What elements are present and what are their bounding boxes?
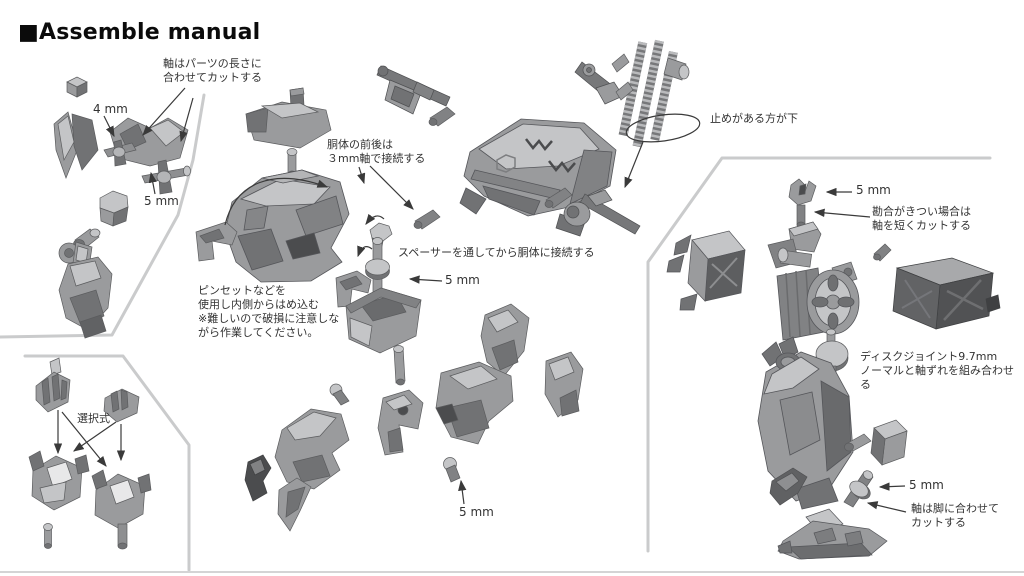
arrow-torso-pin-b [369, 165, 414, 210]
part-claw-head [435, 361, 514, 445]
part-dark-wedge-right [769, 467, 808, 506]
part-armor-plate-right [480, 303, 530, 377]
section-dividers [0, 93, 1024, 573]
part-ribbed-block-b [103, 388, 140, 423]
part-armor-center [274, 408, 350, 490]
arrow-track-down [624, 141, 644, 189]
part-tiny-pin [43, 523, 53, 549]
part-peg-d [544, 187, 573, 209]
part-hex-nut [99, 190, 129, 227]
part-clevis-pin-5mm [788, 178, 817, 229]
part-ammo-box [892, 257, 1001, 330]
part-ribbed-block-a [35, 357, 71, 413]
part-left-leg-unit [58, 256, 113, 339]
arrow-torso-curved [224, 177, 329, 226]
label-5mm-fork: 5 mm [856, 183, 891, 197]
part-peg-right [873, 243, 892, 262]
arrow-4mm [103, 115, 115, 138]
part-ball-pin-5mm [443, 457, 461, 483]
part-peg-bucket [393, 345, 406, 386]
stopper-highlight-ellipse [625, 113, 701, 143]
part-claw-small [544, 351, 584, 418]
divider-left [0, 93, 206, 339]
part-torso-main [224, 169, 350, 283]
note-selectable: 選択式 [77, 412, 110, 425]
note-axle-cut: 軸はパーツの長さに 合わせてカットする [163, 57, 262, 85]
arrow-5mm-axle-right [878, 482, 906, 491]
part-claw-box-right [666, 230, 746, 311]
label-5mm-axle-right: 5 mm [909, 478, 944, 492]
note-stopper-down: 止めがある方が下 [710, 112, 798, 125]
part-cross-axle-4mm [103, 139, 137, 167]
part-foot-clamp-b [91, 469, 152, 550]
arrow-5mm-topleft [148, 171, 157, 195]
arrow-leg-axle [866, 501, 907, 513]
arrow-axle-cut-b [179, 97, 194, 143]
part-dark-greeble [244, 454, 272, 502]
arrow-select-c [73, 421, 117, 452]
arrow-torso-pin-a [357, 166, 366, 185]
part-drum-wheel [776, 267, 860, 341]
part-rifle-right [555, 189, 641, 237]
part-knee-box [870, 419, 908, 466]
part-bucket [345, 287, 422, 354]
note-disc-joint: ディスクジョイント9.7mm ノーマルと軸ずれを組み合わせる [860, 350, 1014, 392]
part-ski-foot [777, 508, 888, 560]
part-joint-unit [377, 389, 424, 456]
label-5mm-topleft: 5 mm [144, 194, 179, 208]
part-head-unit [245, 87, 332, 149]
part-flanged-axle-right-5mm [843, 470, 874, 508]
divider-right [646, 156, 992, 553]
arrow-hook-hand [365, 213, 385, 225]
note-tweezers: ピンセットなどを 使用し内側からはめ込む ※難しいので破損に注意しな がら作業し… [198, 284, 340, 340]
part-small-box [66, 76, 88, 98]
label-5mm-ballpin: 5 mm [459, 505, 494, 519]
annotation-arrows [53, 87, 907, 513]
note-spacer: スペーサーを通してから胴体に接続する [398, 246, 595, 259]
arrow-hook-axle [357, 245, 373, 258]
part-arm-left [195, 221, 238, 262]
part-wing-left [53, 111, 99, 179]
arrow-5mm-ballpin [458, 479, 467, 505]
divider-bottom-left [23, 354, 191, 572]
page-title: ■Assemble manual [18, 20, 261, 45]
part-hand-bracket [335, 270, 372, 308]
part-track-unit [611, 39, 690, 148]
part-small-cylinder-right [844, 433, 872, 452]
part-big-leg [757, 336, 854, 510]
label-5mm-spacer: 5 mm [445, 273, 480, 287]
note-leg-axle-cut: 軸は脚に合わせて カットする [911, 502, 999, 530]
part-wedge [277, 477, 312, 532]
label-4mm: 4 mm [93, 102, 128, 116]
arrow-tight-fit [813, 208, 871, 218]
arrow-5mm-spacer [408, 275, 443, 284]
part-peg-c [428, 106, 456, 127]
arrow-axle-cut-a [142, 87, 186, 136]
part-peg-e [413, 209, 441, 230]
part-rifle-left [376, 65, 451, 115]
part-gun-mount-arm [574, 61, 624, 105]
note-tight-fit: 勘合がきつい場合は 軸を短くカットする [872, 205, 971, 233]
part-foot-clamp-a [28, 450, 90, 511]
note-torso-pins: 胴体の前後は ３mm軸で接続する [327, 138, 426, 166]
part-ball-pin-small [329, 383, 350, 406]
arrow-select-b [61, 411, 107, 467]
